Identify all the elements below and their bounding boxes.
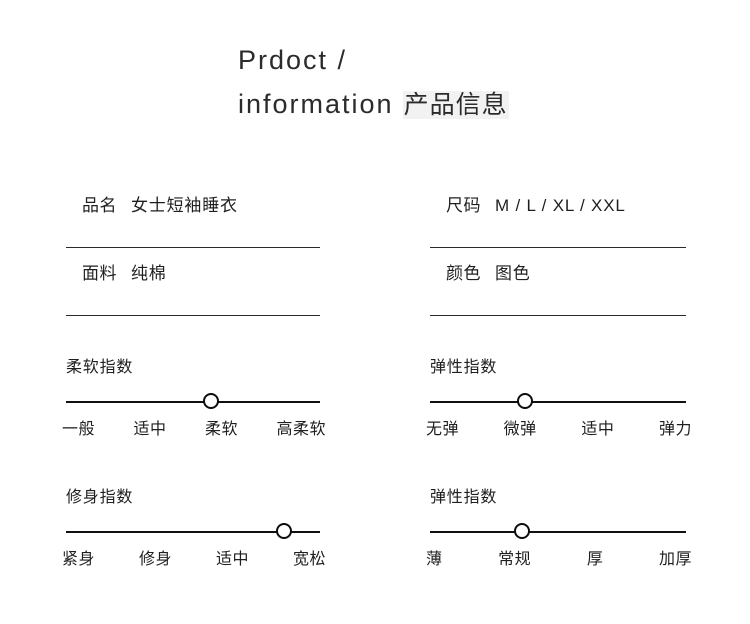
slider-fit-heading: 修身指数	[66, 489, 134, 506]
slider-track-line	[66, 531, 320, 533]
slider-track-line	[430, 401, 686, 403]
spec-fabric-text: 面料纯棉	[82, 259, 167, 284]
slider-option[interactable]: 一般	[62, 421, 96, 438]
spec-color-text: 颜色图色	[446, 259, 531, 284]
slider-fit-track[interactable]	[66, 523, 320, 541]
spec-label: 颜色	[446, 264, 481, 283]
spec-value: 女士短袖睡衣	[131, 196, 238, 215]
slider-option[interactable]: 修身	[138, 551, 172, 568]
slider-option[interactable]: 紧身	[62, 551, 96, 568]
spec-row-product-name: 品名女士短袖睡衣	[66, 180, 320, 248]
slider-option[interactable]: 高柔软	[276, 421, 326, 438]
slider-option[interactable]: 加厚	[658, 551, 692, 568]
slider-track-line	[66, 401, 320, 403]
slider-softness-track[interactable]	[66, 393, 320, 411]
spec-row-size: 尺码 M / L / XL / XXL	[430, 180, 686, 248]
page-title-line-2: information 产品信息	[238, 82, 509, 127]
slider-option[interactable]: 适中	[581, 421, 615, 438]
slider-elasticity-knob[interactable]	[516, 393, 533, 409]
slider-thickness-labels: 薄 常规 厚 加厚	[426, 545, 692, 569]
spec-label: 尺码	[446, 196, 481, 215]
divider	[66, 247, 320, 248]
slider-track-line	[430, 531, 686, 533]
slider-thickness-knob[interactable]	[514, 523, 531, 539]
slider-option[interactable]: 宽松	[292, 551, 326, 568]
page-title: Prdoct / information 产品信息	[238, 38, 509, 127]
slider-option[interactable]: 适中	[133, 421, 167, 438]
slider-fit-labels: 紧身 修身 适中 宽松	[62, 545, 326, 569]
slider-option[interactable]: 柔软	[204, 421, 238, 438]
slider-option[interactable]: 微弹	[503, 421, 537, 438]
slider-elasticity-labels: 无弹 微弹 适中 弹力	[426, 415, 692, 439]
divider	[430, 315, 686, 316]
divider	[66, 315, 320, 316]
slider-elasticity-heading: 弹性指数	[430, 359, 498, 376]
spec-row-fabric: 面料纯棉	[66, 248, 320, 316]
slider-option[interactable]: 适中	[215, 551, 249, 568]
slider-elasticity-track[interactable]	[430, 393, 686, 411]
page-title-line-2-english: information	[238, 89, 394, 119]
spec-row-color: 颜色图色	[430, 248, 686, 316]
slider-fit-knob[interactable]	[276, 523, 293, 539]
spec-value: M / L / XL / XXL	[495, 196, 626, 215]
page-title-line-1: Prdoct /	[238, 45, 348, 75]
slider-option[interactable]: 薄	[426, 551, 443, 568]
slider-softness-heading: 柔软指数	[66, 359, 134, 376]
divider	[430, 247, 686, 248]
slider-option[interactable]: 常规	[498, 551, 532, 568]
slider-option[interactable]: 无弹	[426, 421, 460, 438]
slider-option[interactable]: 弹力	[658, 421, 692, 438]
page-title-line-2-chinese: 产品信息	[402, 91, 509, 119]
slider-softness-labels: 一般 适中 柔软 高柔软	[62, 415, 326, 439]
spec-value: 图色	[495, 264, 531, 283]
slider-thickness-track[interactable]	[430, 523, 686, 541]
spec-label: 品名	[82, 196, 117, 215]
spec-size-text: 尺码 M / L / XL / XXL	[446, 191, 626, 216]
spec-value: 纯棉	[131, 264, 167, 283]
slider-thickness-heading: 弹性指数	[430, 489, 498, 506]
slider-option[interactable]: 厚	[586, 551, 604, 568]
spec-label: 面料	[82, 264, 117, 283]
spec-product-name-text: 品名女士短袖睡衣	[82, 191, 238, 216]
slider-softness-knob[interactable]	[202, 393, 219, 409]
